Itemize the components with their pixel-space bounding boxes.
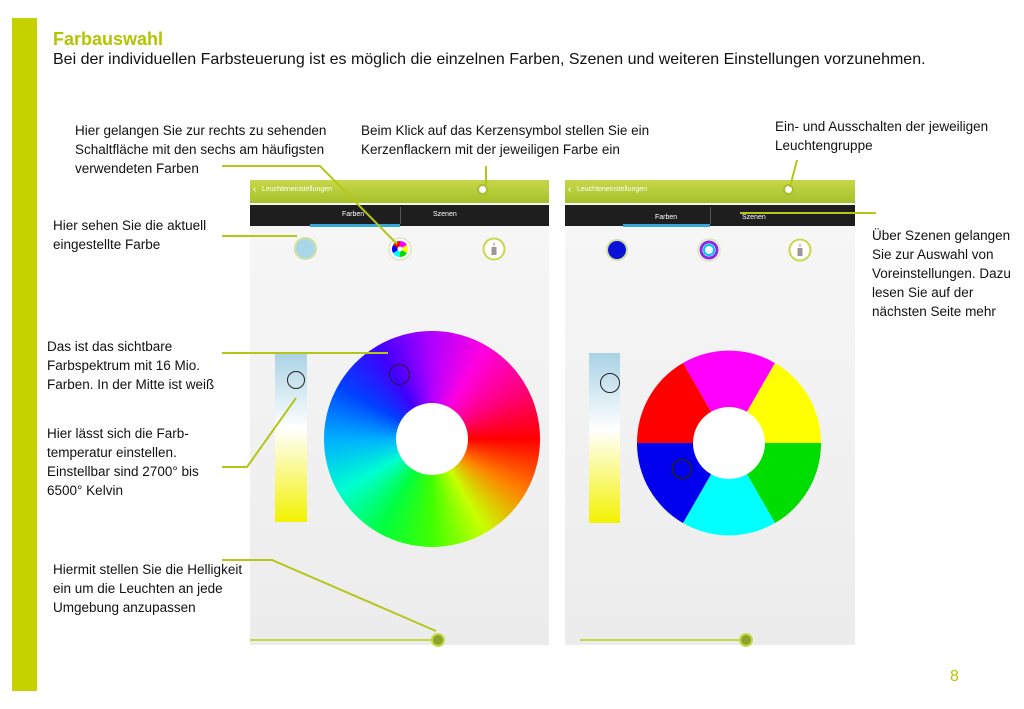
accent-bar: [12, 18, 37, 691]
tab-scenes[interactable]: Szenen: [742, 214, 766, 221]
color-picker-knob[interactable]: [389, 364, 410, 385]
callout-line-temperature: [222, 397, 297, 468]
color-picker-knob[interactable]: [671, 458, 693, 480]
power-icon[interactable]: [783, 184, 794, 195]
favorites-icon[interactable]: [388, 237, 412, 261]
candle-icon[interactable]: [788, 238, 812, 262]
favorite-colors-wheel[interactable]: [637, 346, 821, 540]
favorite-color-magenta[interactable]: [683, 350, 775, 443]
color-spectrum-wheel[interactable]: [324, 331, 540, 547]
current-color-swatch: [294, 237, 317, 260]
back-icon[interactable]: ‹: [568, 184, 572, 195]
favorites-icon[interactable]: [697, 238, 721, 262]
note-candle: Beim Klick auf das Kerzensymbol stellen …: [361, 123, 650, 157]
callout-line-power: [789, 159, 798, 188]
brightness-slider-track[interactable]: [580, 639, 750, 641]
app-screen-right: ‹ Leuchteneinstellungen Farben Szenen: [565, 180, 855, 647]
note-brightness: Hiermit stellen Sie die Helligkeit ein u…: [53, 562, 243, 615]
note-favorites: Hier gelangen Sie zur rechts zu sehenden…: [75, 123, 327, 176]
page-subtitle: Bei der individuellen Farbsteuerung ist …: [53, 51, 926, 68]
app-title: Leuchteneinstellungen: [577, 186, 648, 193]
tab-colors[interactable]: Farben: [655, 214, 678, 221]
note-scenes: Über Szenen gelangen Sie zur Auswahl von…: [872, 228, 1011, 319]
tab-active-indicator: [310, 224, 400, 227]
app-title: Leuchteneinstellungen: [262, 186, 333, 193]
app-screen-left: ‹ Leuchteneinstellungen Farben Szenen: [250, 180, 549, 647]
callout-line-favorites: [222, 165, 398, 245]
note-current-color: Hier sehen Sie die aktuell eingestellte …: [53, 218, 207, 252]
tab-active-indicator: [623, 224, 710, 227]
brightness-slider-knob[interactable]: [431, 633, 445, 647]
candle-icon[interactable]: [482, 237, 506, 261]
callout-line-brightness: [222, 559, 437, 632]
note-spectrum: Das ist das sichtbare Farbspektrum mit 1…: [47, 339, 215, 392]
tab-separator: [400, 207, 401, 224]
current-color-swatch: [606, 239, 628, 261]
page-title: Farbauswahl: [53, 29, 164, 49]
note-temperature: Hier lässt sich die Farb-temperatur eins…: [47, 426, 199, 498]
wheel-white-center: [693, 407, 765, 479]
power-icon[interactable]: [477, 184, 488, 195]
brightness-slider-track[interactable]: [250, 639, 435, 641]
temperature-knob[interactable]: [287, 371, 305, 389]
brightness-slider-knob[interactable]: [739, 633, 753, 647]
app-bar: ‹ Leuchteneinstellungen: [250, 180, 549, 203]
tab-scenes[interactable]: Szenen: [433, 211, 457, 218]
tab-separator: [710, 207, 711, 224]
back-icon[interactable]: ‹: [253, 184, 257, 195]
app-bar: ‹ Leuchteneinstellungen: [565, 180, 855, 203]
tab-bar: [250, 205, 549, 226]
tab-colors[interactable]: Farben: [342, 211, 365, 218]
wheel-white-center: [396, 403, 468, 475]
temperature-knob[interactable]: [600, 373, 620, 393]
page-number: 8: [950, 668, 959, 685]
note-power: Ein- und Ausschalten der jeweiligen Leuc…: [775, 119, 989, 153]
favorite-color-cyan[interactable]: [683, 443, 775, 536]
